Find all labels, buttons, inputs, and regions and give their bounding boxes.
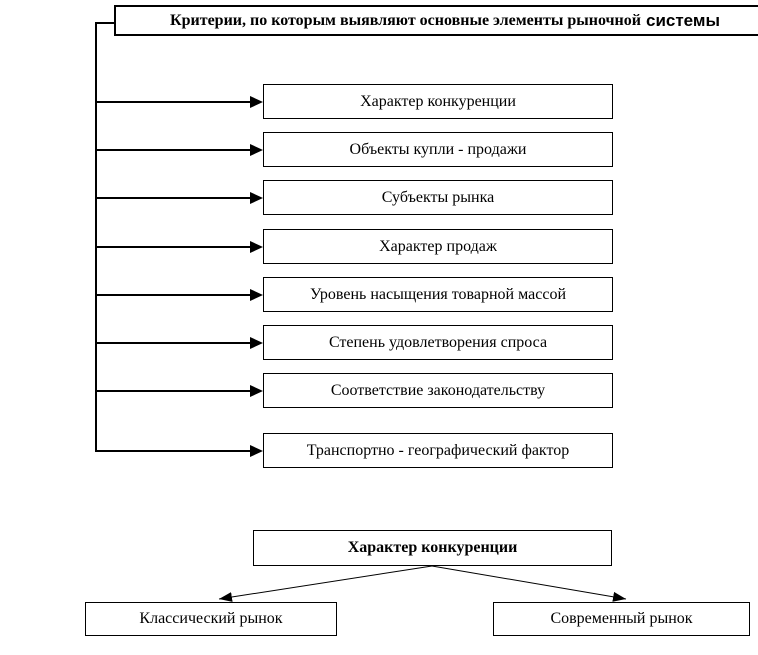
arrowhead-right-icon <box>250 143 263 156</box>
arrow-connector <box>96 191 263 204</box>
arrow-shaft <box>96 293 252 296</box>
arrow-shaft <box>96 449 252 452</box>
title-text-sans: системы <box>645 10 720 30</box>
arrow-shaft <box>96 245 252 248</box>
connector-trunk-line <box>95 22 97 452</box>
arrow-connector <box>96 95 263 108</box>
criterion-box: Уровень насыщения товарной массой <box>263 277 613 312</box>
arrow-connector <box>96 143 263 156</box>
connector-top-segment <box>95 22 115 24</box>
detail-parent-box: Характер конкуренции <box>253 530 612 566</box>
arrowhead-right-icon <box>250 288 263 301</box>
detail-child-box: Классический рынок <box>85 602 337 636</box>
arrowhead-right-icon <box>250 95 263 108</box>
arrow-connector <box>96 444 263 457</box>
criterion-box: Соответствие законодательству <box>263 373 613 408</box>
arrow-shaft <box>96 100 252 103</box>
detail-child-box: Современный рынок <box>493 602 750 636</box>
criterion-box: Объекты купли - продажи <box>263 132 613 167</box>
arrow-shaft <box>96 341 252 344</box>
arrow-shaft <box>96 148 252 151</box>
arrow-shaft <box>96 389 252 392</box>
arrow-connector <box>96 288 263 301</box>
criterion-box: Транспортно - географический фактор <box>263 433 613 468</box>
arrowhead-right-icon <box>250 240 263 253</box>
arrowhead-right-icon <box>250 191 263 204</box>
arrowhead-right-icon <box>250 444 263 457</box>
arrow-connector <box>96 384 263 397</box>
arrow-connector <box>96 336 263 349</box>
arrowhead-right-icon <box>250 384 263 397</box>
arrow-to-left-child <box>218 565 433 602</box>
title-text-serif: Критерии, по которым выявляют основные э… <box>169 11 641 29</box>
criterion-box: Степень удовлетворения спроса <box>263 325 613 360</box>
title-box: Критерии, по которым выявляют основные э… <box>114 5 758 36</box>
criterion-box: Характер продаж <box>263 229 613 264</box>
arrow-connector <box>96 240 263 253</box>
arrowhead-right-icon <box>250 336 263 349</box>
criterion-box: Субъекты рынка <box>263 180 613 215</box>
criterion-box: Характер конкуренции <box>263 84 613 119</box>
arrow-to-right-child <box>431 565 627 602</box>
arrow-shaft <box>96 196 252 199</box>
